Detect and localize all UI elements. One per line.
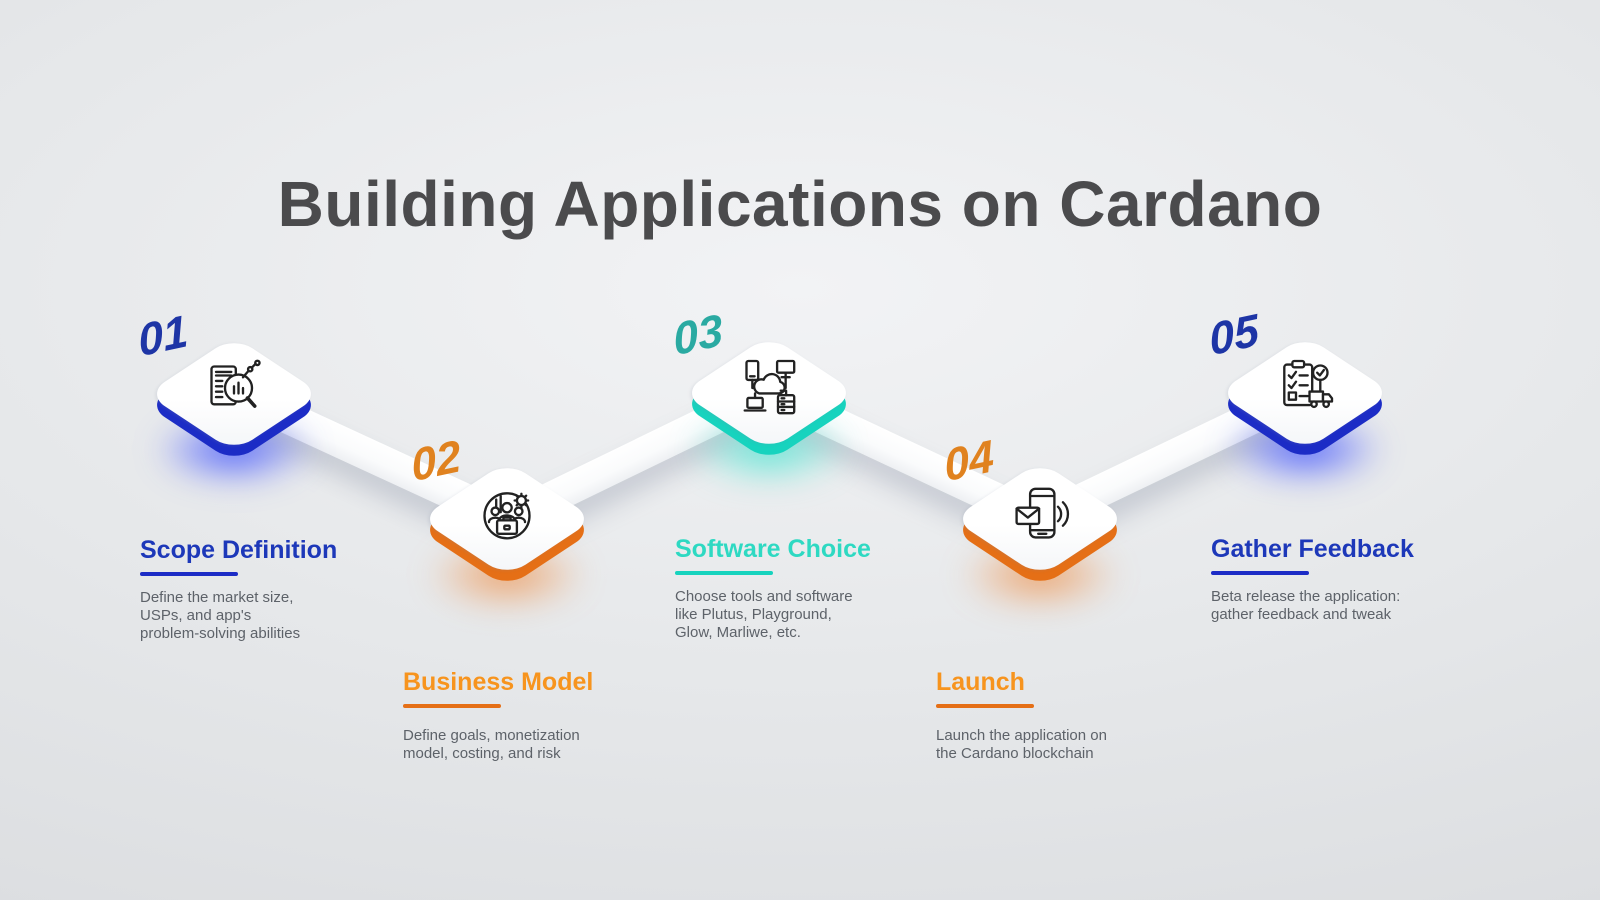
step-title: Gather Feedback	[1211, 535, 1414, 563]
step-description: Define the market size, USPs, and app's …	[140, 589, 301, 642]
market-analysis-icon	[198, 353, 270, 425]
step-description: Choose tools and software like Plutus, P…	[675, 588, 853, 641]
step-number: 01	[135, 304, 191, 367]
step-number: 04	[941, 429, 997, 492]
step-description: Launch the application on the Cardano bl…	[936, 727, 1107, 762]
step-description: Beta release the application: gather fee…	[1211, 588, 1401, 623]
title-underline	[675, 571, 773, 575]
title-underline	[936, 704, 1034, 708]
cloud-network-icon	[733, 352, 805, 424]
step-title: Business Model	[403, 668, 594, 696]
step-description: Define goals, monetization model, costin…	[403, 727, 580, 762]
step-title: Scope Definition	[140, 536, 338, 564]
step-title: Launch	[936, 668, 1025, 696]
step-number: 03	[670, 303, 726, 366]
team-business-icon	[471, 478, 543, 550]
step-number: 05	[1206, 303, 1262, 366]
step-title: Software Choice	[675, 535, 871, 563]
title-underline	[403, 704, 501, 708]
step-number: 02	[408, 429, 464, 492]
phone-message-icon	[1004, 478, 1076, 550]
title-underline	[140, 572, 238, 576]
title-underline	[1211, 571, 1309, 575]
feedback-checklist-icon	[1269, 352, 1341, 424]
page-title: Building Applications on Cardano	[277, 167, 1323, 240]
